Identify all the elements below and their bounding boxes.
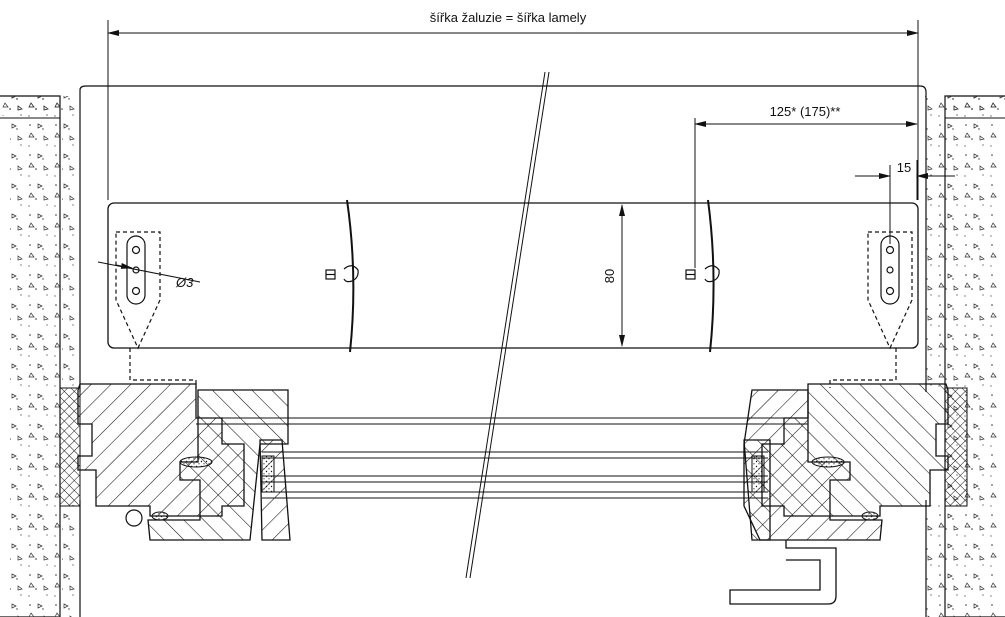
spacer-left xyxy=(261,455,275,493)
seal-left xyxy=(59,387,81,507)
seal-right xyxy=(944,387,968,507)
spacer-right xyxy=(751,455,765,493)
hole-leader xyxy=(97,261,201,283)
offset-label: 125* (175)** xyxy=(770,104,841,119)
ladder-cord-left xyxy=(346,199,355,353)
ladder-cord-right xyxy=(707,199,715,353)
rebate-roller xyxy=(125,509,143,527)
right-wall xyxy=(925,95,1005,617)
hole-diameter-label: Ø3 xyxy=(175,275,194,290)
handle-bracket xyxy=(729,540,837,605)
guide-slot-right xyxy=(829,231,913,388)
break-line xyxy=(465,71,550,579)
height-label: 80 xyxy=(602,269,617,283)
head-rail-outline xyxy=(79,85,927,96)
overall-width-label: šířka žaluzie = šířka lamely xyxy=(430,10,587,25)
cord-clip-left xyxy=(325,265,359,283)
cord-clip-right xyxy=(685,265,720,283)
gaskets xyxy=(151,456,879,521)
guide-slot-left xyxy=(115,231,197,388)
hole-leader-arrow xyxy=(115,263,133,269)
left-wall xyxy=(0,95,81,617)
glazing-unit xyxy=(196,417,808,499)
edge-label: 15 xyxy=(897,160,911,175)
extension-lines xyxy=(107,20,919,268)
slat xyxy=(107,202,919,349)
